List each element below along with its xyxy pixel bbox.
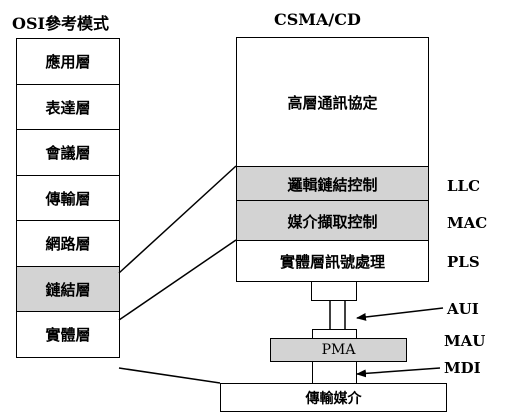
aui-arrow (356, 307, 444, 321)
osi-layer-label: 傳輸層 (45, 189, 91, 208)
medium-box: 傳輸媒介 (220, 383, 447, 412)
osi-layer-3: 會議層 (16, 129, 120, 176)
llc-box-label: 邏輯鏈結控制 (287, 175, 378, 194)
osi-layer-label: 表達層 (45, 98, 91, 117)
mac-box-label: 媒介擷取控制 (287, 212, 378, 231)
mau-label: MAU (444, 332, 486, 350)
mdi-label: MDI (444, 359, 481, 377)
osi-layer-label: 會議層 (45, 144, 91, 162)
llc-box: 邏輯鏈結控制 (236, 166, 429, 202)
upper-protocol-box: 高層通訊協定 (236, 37, 429, 168)
osi-title: OSI參考模式 (12, 14, 109, 33)
osi-layer-label: 應用層 (45, 53, 91, 71)
osi-layer-1: 應用層 (16, 38, 120, 85)
medium-box-label: 傳輸媒介 (305, 390, 362, 407)
upper-protocol-label: 高層通訊協定 (287, 94, 378, 112)
aui-cable (311, 281, 357, 301)
osi-layer-label: 實體層 (45, 326, 91, 344)
osi-layer-6: 鏈結層 (16, 265, 120, 313)
mdi-arrow (356, 367, 441, 378)
osi-layer-2: 表達層 (16, 83, 120, 131)
datalink-to-llc-line (118, 165, 237, 274)
llc-label: LLC (447, 177, 481, 195)
physical-to-medium-line (118, 367, 221, 384)
pma-box: PMA (270, 338, 407, 362)
datalink-to-mac-line (118, 239, 237, 321)
pls-box: 實體層訊號處理 (236, 240, 429, 282)
mac-label: MAC (447, 214, 488, 232)
csma-title: CSMA/CD (274, 10, 361, 29)
osi-layer-4: 傳輸層 (16, 174, 120, 222)
mac-box: 媒介擷取控制 (236, 200, 429, 242)
osi-layer-label: 網路層 (45, 235, 91, 253)
mdi-connector (312, 361, 357, 385)
pls-box-label: 實體層訊號處理 (279, 252, 385, 271)
pma-box-label: PMA (321, 342, 356, 358)
osi-layer-5: 網路層 (16, 220, 120, 267)
osi-layer-label: 鏈結層 (45, 280, 91, 299)
aui-label: AUI (447, 300, 479, 318)
osi-layer-7: 實體層 (16, 311, 120, 358)
pls-label: PLS (447, 253, 480, 271)
